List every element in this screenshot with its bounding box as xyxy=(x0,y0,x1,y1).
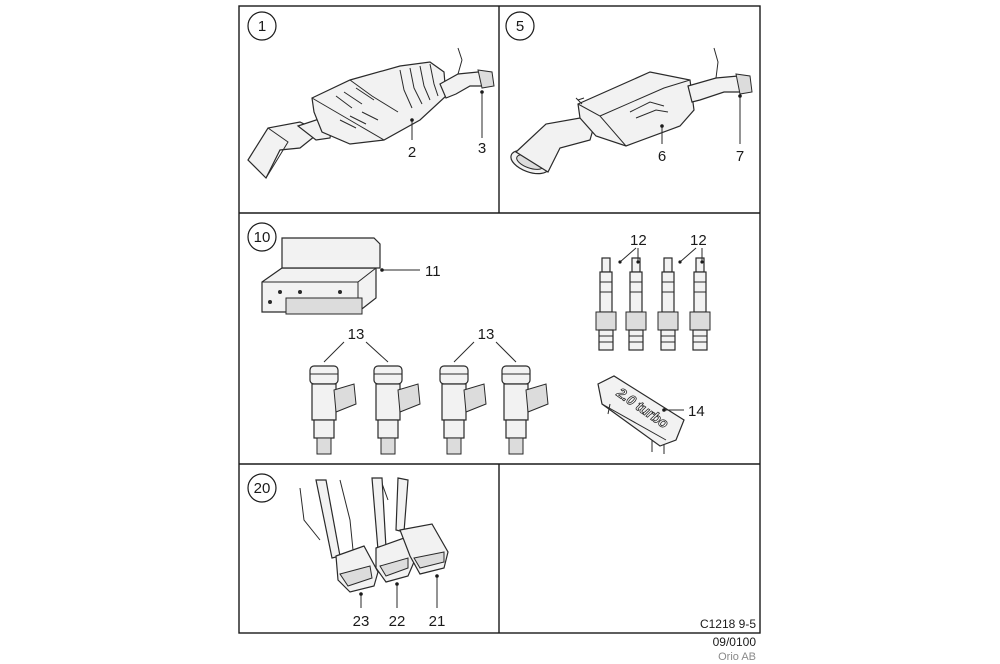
injector-4[interactable] xyxy=(501,365,549,455)
diagram-grid xyxy=(238,5,761,634)
svg-text:23: 23 xyxy=(353,613,370,630)
single-silencer-drawing[interactable] xyxy=(508,47,753,178)
callout-14: 14 xyxy=(662,403,705,420)
svg-text:22: 22 xyxy=(389,613,406,630)
callout-23: 23 xyxy=(353,592,370,630)
diagram-code: C1218 9-5 xyxy=(700,617,756,631)
svg-text:12: 12 xyxy=(690,232,707,249)
spark-plugs-drawing[interactable] xyxy=(595,257,711,351)
callout-12-right: 12 xyxy=(678,232,707,264)
injector-2[interactable] xyxy=(373,365,421,455)
svg-text:7: 7 xyxy=(736,148,744,165)
callout-13-left: 13 xyxy=(323,326,389,363)
svg-text:14: 14 xyxy=(688,403,705,420)
diagram-date: 09/0100 xyxy=(713,635,757,649)
turbo-badge-drawing[interactable]: 2.0 turbo xyxy=(597,375,685,454)
spark-plug-4[interactable] xyxy=(689,257,711,351)
callout-22: 22 xyxy=(389,582,406,630)
svg-text:1: 1 xyxy=(258,18,266,35)
injector-3[interactable] xyxy=(439,365,487,455)
callout-13-right: 13 xyxy=(453,326,517,363)
svg-text:12: 12 xyxy=(630,232,647,249)
spark-plug-3[interactable] xyxy=(657,257,679,351)
callout-2: 2 xyxy=(408,118,416,161)
rear-silencer-drawing[interactable] xyxy=(247,47,495,180)
injectors-drawing[interactable] xyxy=(309,365,549,455)
injector-1[interactable] xyxy=(309,365,357,455)
pedals-drawing[interactable] xyxy=(299,477,449,593)
callout-11: 11 xyxy=(380,263,441,280)
svg-text:11: 11 xyxy=(425,263,441,280)
svg-text:21: 21 xyxy=(429,613,446,630)
svg-text:3: 3 xyxy=(478,140,486,157)
svg-text:10: 10 xyxy=(254,229,271,246)
section-marker-1[interactable]: 1 xyxy=(247,11,277,41)
svg-text:5: 5 xyxy=(516,18,524,35)
spark-plug-2[interactable] xyxy=(625,257,647,351)
callout-21: 21 xyxy=(429,574,446,630)
control-module-drawing[interactable] xyxy=(261,237,381,315)
svg-text:6: 6 xyxy=(658,148,666,165)
callout-12-left: 12 xyxy=(618,232,647,264)
callout-6: 6 xyxy=(658,124,666,165)
section-marker-10[interactable]: 10 xyxy=(247,222,277,252)
company-name: Orio AB xyxy=(718,651,756,663)
section-marker-5[interactable]: 5 xyxy=(505,11,535,41)
svg-text:13: 13 xyxy=(478,326,495,343)
callout-7: 7 xyxy=(736,94,744,165)
callout-3: 3 xyxy=(478,90,486,157)
svg-text:13: 13 xyxy=(348,326,365,343)
svg-text:20: 20 xyxy=(254,480,271,497)
svg-text:2: 2 xyxy=(408,144,416,161)
spark-plug-1[interactable] xyxy=(595,257,617,351)
section-marker-20[interactable]: 20 xyxy=(247,473,277,503)
